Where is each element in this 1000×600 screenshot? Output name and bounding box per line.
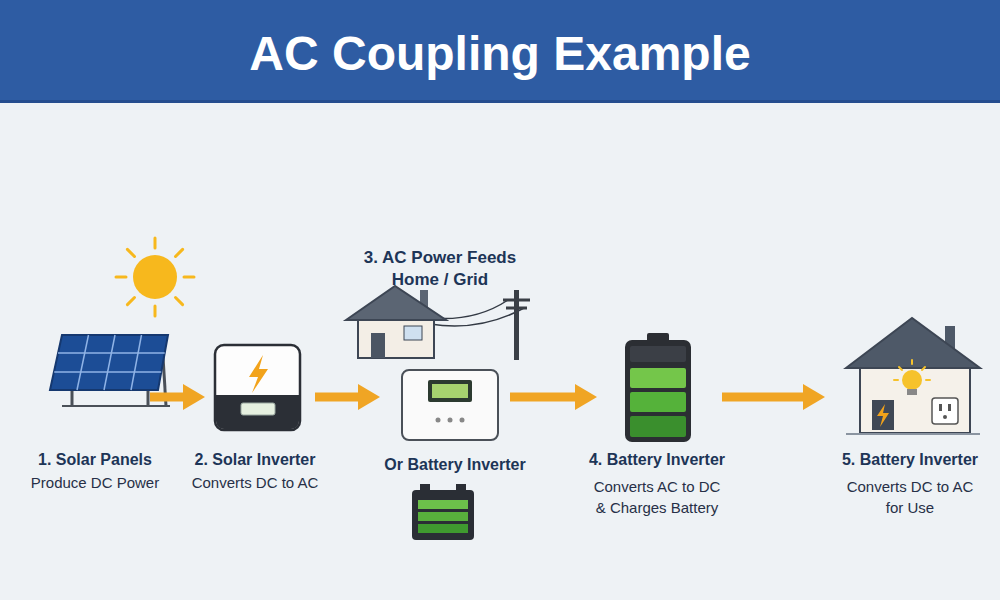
step-node: 5. Battery InverterConverts DC to AC for…: [831, 315, 980, 435]
house-roof: [346, 286, 446, 320]
step-description: Converts DC to AC: [192, 472, 319, 493]
bulb-ray: [926, 379, 930, 381]
inverter-button: [460, 418, 465, 423]
step-description: Produce DC Power: [31, 472, 159, 493]
bulb-ray: [911, 360, 913, 364]
cell-line: [104, 335, 115, 390]
light-bulb: [902, 370, 922, 390]
sun-ray: [176, 298, 183, 305]
house-door: [371, 333, 385, 358]
step-label: 4. Battery InverterConverts AC to DC & C…: [587, 450, 727, 518]
outlet-ground: [943, 415, 947, 419]
battery-inverter: [402, 370, 498, 440]
step-heading: 4. Battery Inverter: [587, 450, 727, 470]
pole-crossbar: [503, 299, 530, 302]
display-screen: [432, 384, 468, 398]
sun-ray: [154, 238, 157, 248]
battery-cap: [630, 346, 686, 362]
outlet-slot: [948, 404, 951, 411]
step-heading: 5. Battery Inverter: [840, 450, 980, 470]
small-battery: [412, 490, 474, 540]
charge-bar: [630, 416, 686, 437]
inverter-button: [448, 418, 453, 423]
power-panel: [872, 400, 894, 430]
step-heading: Or Battery Inverter: [384, 455, 525, 475]
pole-crossbar: [506, 307, 527, 310]
sun-ray: [127, 249, 134, 256]
step-node: Or Battery Inverter: [386, 362, 504, 447]
step-heading: 3. AC Power Feeds Home / Grid: [354, 247, 526, 291]
panel-cells: [54, 335, 165, 390]
step-label: 1. Solar PanelsProduce DC Power: [31, 450, 159, 493]
bulb-ray: [922, 367, 925, 370]
step-heading: 2. Solar Inverter: [192, 450, 319, 470]
house-body: [358, 318, 434, 358]
step-label: 5. Battery InverterConverts DC to AC for…: [840, 450, 980, 518]
sun-ray: [176, 249, 183, 256]
step-description: Converts DC to AC for Use: [840, 476, 980, 518]
flow-arrow: [510, 393, 583, 402]
charge-bar: [418, 524, 468, 533]
sun-symbol: [133, 255, 177, 299]
step-label: 2. Solar InverterConverts DC to AC: [192, 450, 319, 493]
panel-base: [62, 405, 170, 407]
step-node: 3. AC Power Feeds Home / Grid: [340, 288, 530, 358]
flow-arrow: [722, 393, 811, 402]
charge-bar: [418, 512, 468, 521]
home-roof: [846, 318, 980, 368]
charge-bar: [418, 500, 468, 509]
bolt-symbol: [877, 404, 889, 427]
sun-ray: [184, 276, 194, 279]
bolt-symbol: [249, 355, 268, 393]
flow-arrow: [150, 393, 191, 402]
power-outlet: [932, 398, 958, 424]
charge-bar: [630, 392, 686, 412]
step-description: Converts AC to DC & Charges Battery: [587, 476, 727, 518]
sun-ray: [127, 298, 134, 305]
sun-ray: [154, 306, 157, 316]
flow-arrow: [315, 393, 366, 402]
bulb-ray: [899, 367, 902, 370]
grid-wire: [430, 308, 524, 326]
title-bar: [0, 0, 1000, 102]
step-label: 3. AC Power Feeds Home / Grid: [354, 247, 526, 291]
step-node: 4. Battery InverterConverts AC to DC & C…: [603, 335, 716, 445]
inverter-display: [241, 403, 275, 415]
cell-line: [58, 352, 165, 354]
home-body: [860, 362, 970, 433]
solar-panel: [50, 335, 168, 390]
outlet-slot: [939, 404, 942, 411]
house-window: [404, 326, 422, 340]
bulb-rays: [894, 360, 930, 380]
cell-line: [131, 335, 142, 390]
inverter-button: [436, 418, 441, 423]
battery: [625, 340, 691, 442]
inverter-display: [428, 380, 472, 402]
step-node: 1. Solar PanelsProduce DC Power: [40, 325, 144, 415]
sun-ray: [116, 276, 126, 279]
step-heading: 1. Solar Panels: [31, 450, 159, 470]
bulb-ray: [894, 379, 898, 381]
bulb-base: [907, 389, 917, 395]
inverter-base: [216, 395, 299, 429]
sun-rays: [116, 238, 194, 316]
solar-inverter: [215, 345, 300, 430]
step-node: 2. Solar InverterConverts DC to AC: [211, 340, 309, 435]
charge-bar: [630, 368, 686, 388]
ground-line: [846, 433, 980, 435]
diagram-title: AC Coupling Example: [0, 0, 1000, 102]
step-label: Or Battery Inverter: [384, 455, 525, 475]
cell-line: [77, 335, 89, 390]
cell-line: [54, 371, 161, 373]
title-bar-edge: [0, 100, 1000, 103]
grid-wire: [430, 300, 508, 319]
